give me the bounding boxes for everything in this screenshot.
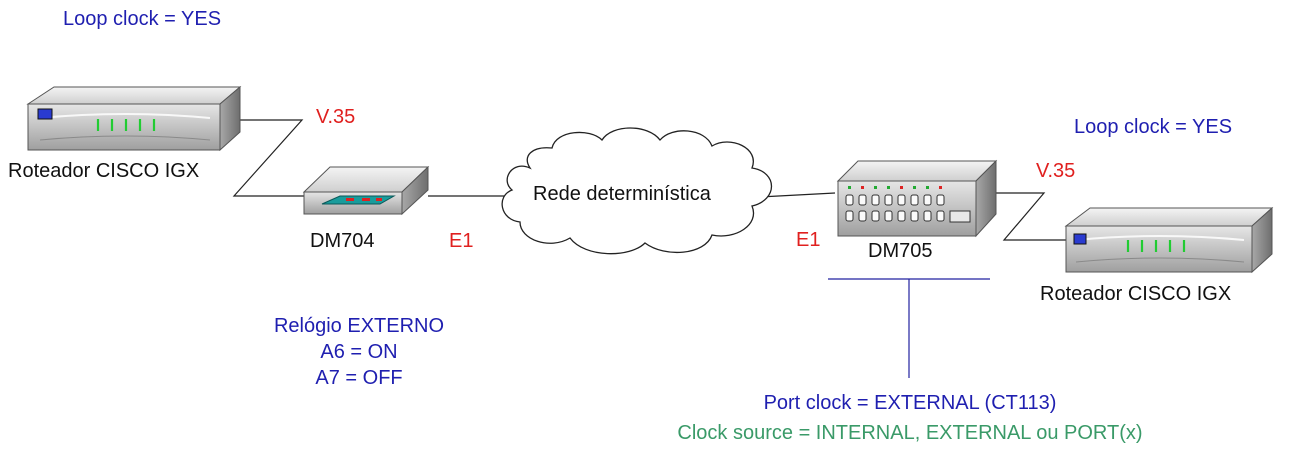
multiplexer-port	[897, 194, 906, 206]
v35-label-right: V.35	[1036, 160, 1076, 182]
v35-label-left: V.35	[316, 106, 356, 128]
clock-source-label: Clock source = INTERNAL, EXTERNAL ou POR…	[677, 422, 1143, 444]
multiplexer-led	[887, 186, 890, 189]
multiplexer-port	[871, 194, 880, 206]
multiplexer-led	[848, 186, 851, 189]
multiplexer-led	[900, 186, 903, 189]
clock-config-line-3: A7 = OFF	[315, 367, 403, 389]
loop-clock-label-right: Loop clock = YES	[1074, 116, 1233, 138]
multiplexer-port	[923, 194, 932, 206]
multiplexer-port	[845, 210, 854, 222]
multiplexer-leds	[845, 186, 945, 222]
multiplexer-port	[910, 210, 919, 222]
multiplexer-port	[936, 194, 945, 206]
multiplexer-port	[936, 210, 945, 222]
e1-label-left: E1	[449, 230, 474, 252]
multiplexer-port	[858, 210, 867, 222]
multiplexer-led	[913, 186, 916, 189]
port-clock-label: Port clock = EXTERNAL (CT113)	[763, 392, 1057, 414]
multiplexer-port	[845, 194, 854, 206]
multiplexer-led	[861, 186, 864, 189]
multiplexer-port	[884, 210, 893, 222]
dm704-label: DM704	[310, 230, 375, 252]
router-label-right: Roteador CISCO IGX	[1040, 283, 1232, 305]
multiplexer-port	[858, 194, 867, 206]
network-label: Rede determinística	[533, 183, 711, 205]
multiplexer-led	[939, 186, 942, 189]
clock-config-line-1: Relógio EXTERNO	[273, 315, 445, 337]
v35-link-right	[982, 192, 1066, 241]
multiplexer-port	[884, 194, 893, 206]
e1-link-right	[759, 192, 836, 198]
e1-label-right: E1	[796, 229, 821, 251]
multiplexer-port	[923, 210, 932, 222]
multiplexer-icon	[836, 159, 998, 238]
multiplexer-led	[874, 186, 877, 189]
dm705-label: DM705	[868, 240, 933, 262]
router-icon	[1064, 206, 1274, 274]
loop-clock-label-left: Loop clock = YES	[63, 8, 222, 30]
multiplexer-port	[897, 210, 906, 222]
modem-icon	[302, 165, 430, 216]
multiplexer-port	[910, 194, 919, 206]
multiplexer-led	[926, 186, 929, 189]
router-icon	[26, 85, 242, 152]
multiplexer-port	[871, 210, 880, 222]
cloud-icon	[501, 127, 772, 255]
connection-lines	[228, 119, 1066, 378]
router-label-left: Roteador CISCO IGX	[8, 160, 200, 182]
clock-config-line-2: A6 = ON	[320, 341, 398, 363]
v35-link-left	[228, 119, 312, 197]
